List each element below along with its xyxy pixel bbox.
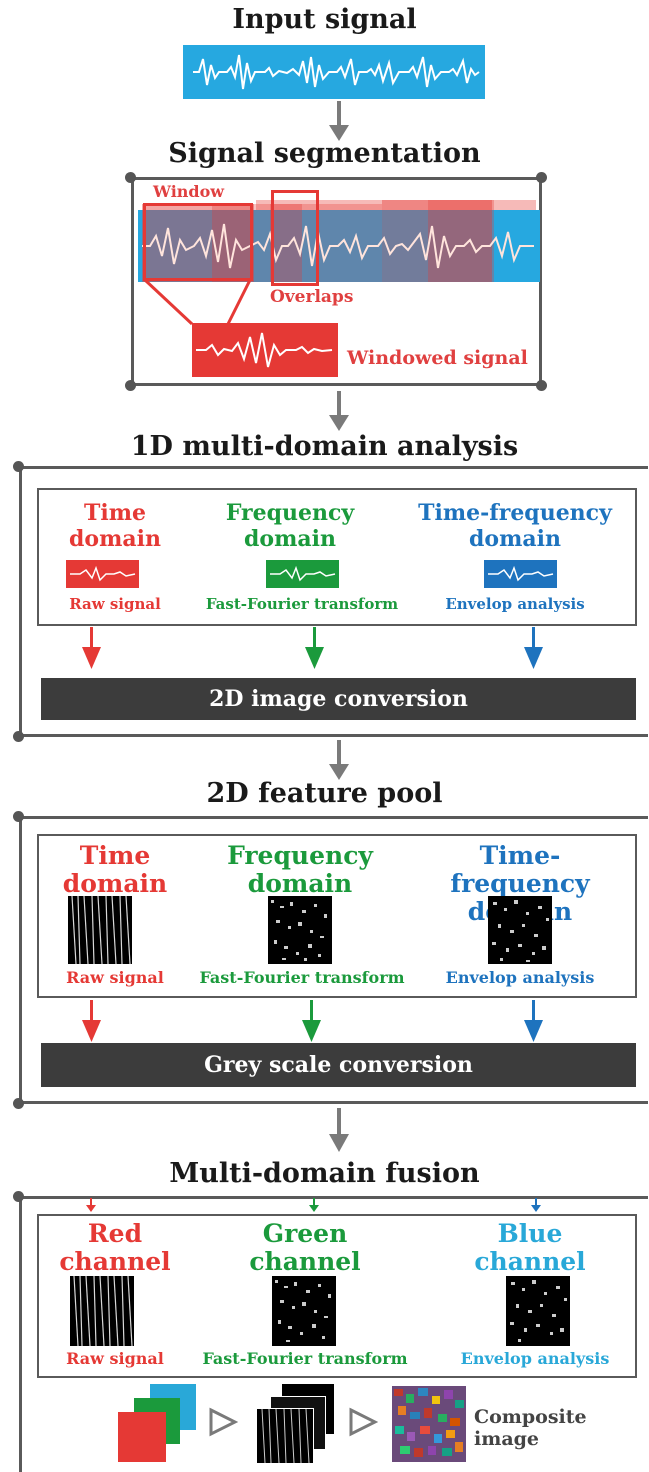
- window-shade-4: [382, 200, 492, 282]
- frame-corner-dot: [13, 461, 24, 472]
- pool-arrow-green: [302, 1000, 321, 1042]
- time-domain-thumb: [66, 560, 139, 588]
- pool-raw-signal-label: Raw signal: [66, 968, 164, 987]
- segmented-signal-wave: [142, 223, 534, 269]
- window-shade-5: [428, 200, 494, 282]
- time-frequency-thumb: [484, 560, 557, 588]
- window-label: Window: [153, 182, 225, 201]
- fft-label: Fast-Fourier transform: [205, 595, 399, 613]
- frame-corner-dot: [13, 1191, 24, 1202]
- fusion-frame: [19, 1196, 648, 1472]
- pool-frequency-domain-label: Frequency domain: [200, 842, 400, 898]
- time-domain-image: [68, 895, 132, 965]
- analysis-1d-frame: [19, 466, 648, 737]
- arrow-down-4: [329, 1108, 349, 1152]
- input-signal-title: Input signal: [232, 4, 417, 35]
- pool-frequency-domain-label-text: Frequency domain: [227, 841, 373, 898]
- grey-scale-bar: Grey scale conversion: [41, 1043, 636, 1087]
- windowed-signal-wave: [196, 332, 333, 368]
- envelop-analysis-label: Envelop analysis: [445, 595, 585, 613]
- red-channel-image: [70, 1275, 134, 1347]
- green-channel-label: Green channel: [220, 1220, 390, 1276]
- window-shade-3: [270, 204, 382, 282]
- frame-corner-dot: [13, 811, 24, 822]
- composite-image: [392, 1386, 466, 1462]
- fusion-arrow-blue: [531, 1198, 541, 1212]
- raw-signal-label: Raw signal: [69, 595, 161, 613]
- windowed-signal-label: Windowed signal: [347, 347, 528, 369]
- fusion-arrow-green: [309, 1198, 319, 1212]
- frequency-domain-image: [268, 896, 332, 964]
- blue-channel-image: [506, 1276, 570, 1346]
- arrow-down-2: [329, 391, 349, 431]
- composite-image-label: Composite image: [474, 1406, 587, 1450]
- feature-pool-frame: [19, 816, 648, 1104]
- blue-channel-label: Blue channel: [455, 1220, 605, 1276]
- pool-time-domain-label: Time domain: [40, 842, 190, 898]
- fusion-arrow-red: [86, 1198, 96, 1212]
- input-signal-strip: [183, 45, 485, 99]
- pool-arrow-red: [82, 1000, 101, 1042]
- time-frequency-domain-label-text: Time-frequency domain: [418, 500, 612, 552]
- overlaps-label: Overlaps: [270, 287, 354, 307]
- image-conversion-bar: 2D image conversion: [41, 678, 636, 720]
- fusion-fft-label: Fast-Fourier transform: [202, 1349, 408, 1368]
- frame-corner-dot: [13, 1098, 24, 1109]
- process-arrow-1: [209, 1407, 238, 1437]
- frame-corner-dot: [536, 172, 547, 183]
- arrow-down-1: [329, 101, 349, 141]
- window-projection-lines: [143, 278, 252, 326]
- time-domain-label-text: Time domain: [69, 500, 161, 552]
- frame-corner-dot: [536, 380, 547, 391]
- frame-corner-dot: [125, 172, 136, 183]
- segmentation-frame: [131, 177, 542, 386]
- pool-fft-label: Fast-Fourier transform: [199, 968, 405, 987]
- frequency-domain-label: Frequency domain: [200, 500, 380, 552]
- red-layer-square: [118, 1412, 166, 1462]
- frequency-domain-thumb: [266, 560, 339, 588]
- stack-layer-front: [256, 1408, 314, 1464]
- arrow-red: [82, 627, 101, 669]
- window-top-band: [256, 200, 536, 210]
- red-channel-label-text: Red channel: [59, 1219, 171, 1276]
- time-domain-label: Time domain: [40, 500, 190, 552]
- blue-channel-label-text: Blue channel: [474, 1219, 586, 1276]
- analysis-1d-title: 1D multi-domain analysis: [130, 431, 519, 462]
- arrow-blue: [524, 627, 543, 669]
- window-box: [143, 203, 253, 281]
- input-signal-wave: [193, 54, 480, 90]
- frequency-domain-label-text: Frequency domain: [225, 500, 355, 552]
- frame-corner-dot: [13, 731, 24, 742]
- fusion-raw-signal-label: Raw signal: [66, 1349, 164, 1368]
- fusion-envelop-analysis-label: Envelop analysis: [460, 1349, 610, 1368]
- green-channel-image: [272, 1276, 336, 1346]
- red-channel-label: Red channel: [40, 1220, 190, 1276]
- time-frequency-image: [488, 896, 552, 964]
- pool-envelop-analysis-label: Envelop analysis: [445, 968, 595, 987]
- fusion-title: Multi-domain fusion: [169, 1158, 480, 1189]
- green-channel-label-text: Green channel: [249, 1219, 361, 1276]
- pool-time-domain-label-text: Time domain: [62, 841, 168, 898]
- process-arrow-2: [349, 1407, 378, 1437]
- arrow-down-3: [329, 740, 349, 780]
- windowed-signal-box: [192, 323, 338, 377]
- feature-pool-title: 2D feature pool: [206, 778, 443, 809]
- analysis-1d-inner-box: [37, 488, 637, 626]
- frame-corner-dot: [125, 380, 136, 391]
- pool-arrow-blue: [524, 1000, 543, 1042]
- arrow-green: [305, 627, 324, 669]
- overlap-box: [271, 190, 319, 286]
- segmentation-title: Signal segmentation: [168, 138, 481, 169]
- time-frequency-domain-label: Time-frequency domain: [410, 500, 620, 552]
